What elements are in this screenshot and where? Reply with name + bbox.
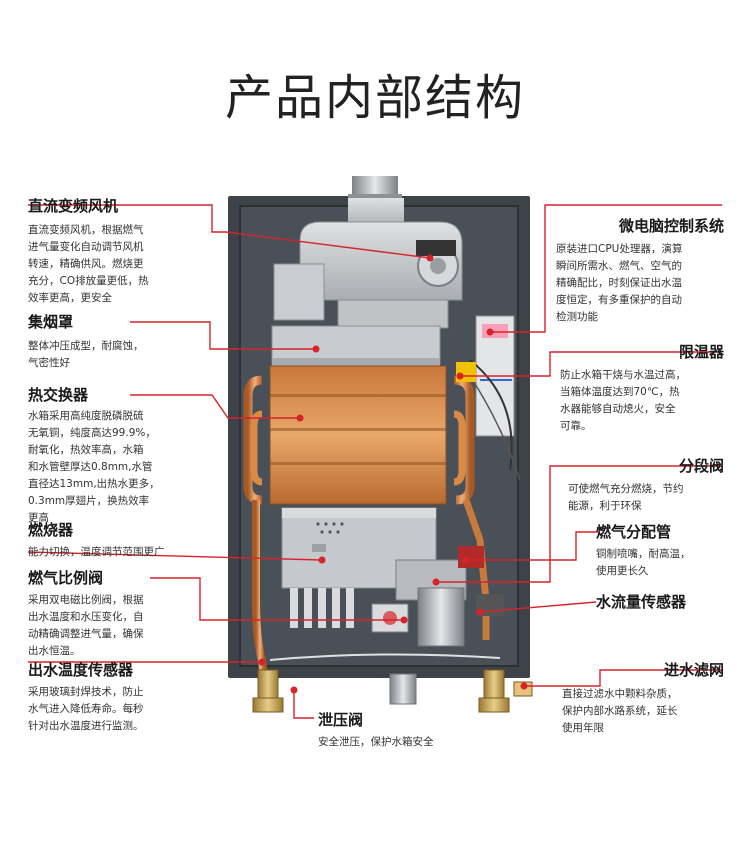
label-inlet-filter: 进水滤网 直接过滤水中颗料杂质， 保护内部水路系统，延长 使用年限 xyxy=(562,660,724,737)
label-gas-manifold: 燃气分配管 铜制喷嘴，耐高温， 使用更长久 xyxy=(596,522,691,580)
label-limiter-desc-line: 可靠。 xyxy=(560,420,592,432)
label-relief-valve: 泄压阀 安全泄压，保护水箱安全 xyxy=(318,710,434,751)
label-controller-desc-line: 原装进口CPU处理器，演算 xyxy=(556,243,683,255)
label-hood-desc-line: 气密性好 xyxy=(28,357,70,369)
label-relief-valve-desc-line: 安全泄压，保护水箱安全 xyxy=(318,736,434,748)
label-exchanger-desc-line: 直径达13mm,出热水更多， xyxy=(28,478,160,490)
label-hood-desc-line: 整体冲压成型，耐腐蚀， xyxy=(28,340,144,352)
label-limiter-desc: 防止水箱干烧与水温过高， 当箱体温度达到70℃，热 水器能够自动熄火，安全 可靠… xyxy=(556,367,724,435)
label-outlet-sensor-title: 出水温度传感器 xyxy=(28,661,134,679)
label-fan-desc-line: 直流变频风机，根据燃气 xyxy=(28,224,144,236)
label-hood-desc: 整体冲压成型，耐腐蚀， 气密性好 xyxy=(28,338,144,372)
label-inlet-filter-desc-line: 直接过滤水中颗料杂质， xyxy=(562,688,678,700)
label-exchanger-title: 热交换器 xyxy=(28,386,89,404)
leader-flow-sensor xyxy=(479,601,597,613)
label-proportional-valve-desc-line: 动精确调整进气量，确保 xyxy=(28,628,144,640)
label-proportional-valve-title: 燃气比例阀 xyxy=(28,569,104,587)
gas-valve xyxy=(371,546,504,647)
label-gas-manifold-title: 燃气分配管 xyxy=(596,523,672,541)
leader-exchanger xyxy=(130,394,300,419)
smoke-hood xyxy=(271,325,441,368)
leader-proportional-valve xyxy=(150,577,404,621)
label-relief-valve-title: 泄压阀 xyxy=(318,711,364,729)
label-exchanger-desc-line: 水箱采用高纯度脱磷脱硫 xyxy=(28,410,144,422)
label-inlet-filter-desc-line: 保护内部水路系统，延长 xyxy=(562,705,678,717)
label-controller-desc-line: 度恒定，有多重保护的自动 xyxy=(556,294,682,306)
label-proportional-valve-desc-line: 出水恒温。 xyxy=(28,645,81,657)
label-fan-desc: 直流变频风机，根据燃气 进气量变化自动调节风机 转速，精确供风。燃烧更 充分，C… xyxy=(28,222,149,307)
label-controller-desc-line: 瞬间所需水、燃气、空气的 xyxy=(556,260,682,272)
leader-burner xyxy=(27,551,323,561)
label-burner-desc: 能力切换，温度调节范围更广 xyxy=(28,544,165,561)
label-segment-valve-desc-line: 可使燃气充分燃烧，节约 xyxy=(568,483,684,495)
label-controller: 微电脑控制系统 原装进口CPU处理器，演算 瞬间所需水、燃气、空气的 精确配比，… xyxy=(556,216,724,326)
label-hood: 集烟罩 整体冲压成型，耐腐蚀， 气密性好 xyxy=(28,312,144,372)
label-fan-desc-line: 转速，精确供风。燃烧更 xyxy=(28,258,144,270)
leader-controller xyxy=(490,204,722,333)
label-segment-valve: 分段阀 可使燃气充分燃烧，节约 能源，利于环保 xyxy=(556,456,724,515)
label-exchanger-desc-line: 更高 xyxy=(28,512,49,524)
leader-limiter xyxy=(460,351,722,377)
label-exchanger-desc-line: 耐氧化，热效率高，水箱 xyxy=(28,444,144,456)
label-inlet-filter-desc: 直接过滤水中颗料杂质， 保护内部水路系统，延长 使用年限 xyxy=(562,686,724,737)
label-outlet-sensor-desc-line: 采用玻璃封焊技术，防止 xyxy=(28,686,144,698)
label-proportional-valve: 燃气比例阀 采用双电磁比例阀，根据 出水温度和水压变化，自 动精确调整进气量，确… xyxy=(28,568,144,660)
label-controller-desc: 原装进口CPU处理器，演算 瞬间所需水、燃气、空气的 精确配比，时刻保证出水温 … xyxy=(556,241,724,326)
label-proportional-valve-desc: 采用双电磁比例阀，根据 出水温度和水压变化，自 动精确调整进气量，确保 出水恒温… xyxy=(28,592,144,660)
label-limiter-desc-line: 当箱体温度达到70℃，热 xyxy=(560,386,680,398)
leader-dots xyxy=(258,254,528,694)
leader-segment-valve xyxy=(436,465,722,583)
label-inlet-filter-title: 进水滤网 xyxy=(663,661,724,679)
heat-exchanger xyxy=(243,365,475,505)
label-gas-manifold-desc-line: 使用更长久 xyxy=(596,565,649,577)
page-title: 产品内部结构 xyxy=(224,70,525,126)
label-fan: 直流变频风机 直流变频风机，根据燃气 进气量变化自动调节风机 转速，精确供风。燃… xyxy=(28,196,149,307)
label-burner-desc-line: 能力切换，温度调节范围更广 xyxy=(28,546,165,558)
label-burner-title: 燃烧器 xyxy=(28,521,74,539)
leader-fan xyxy=(28,204,431,259)
label-burner: 燃烧器 能力切换，温度调节范围更广 xyxy=(28,520,165,561)
label-limiter-desc-line: 防止水箱干烧与水温过高， xyxy=(560,369,686,381)
label-segment-valve-desc: 可使燃气充分燃烧，节约 能源，利于环保 xyxy=(556,481,724,515)
label-fan-desc-line: 充分，CO排放量更低，热 xyxy=(28,275,149,287)
label-flow-sensor-title: 水流量传感器 xyxy=(596,593,687,611)
label-gas-manifold-desc: 铜制喷嘴，耐高温， 使用更长久 xyxy=(596,546,691,580)
label-outlet-sensor: 出水温度传感器 采用玻璃封焊技术，防止 水气进入降低寿命。每秒 针对出水温度进行… xyxy=(28,660,144,735)
label-exchanger: 热交换器 水箱采用高纯度脱磷脱硫 无氧铜，纯度高达99.9%， 耐氧化，热效率高… xyxy=(28,385,160,527)
label-controller-desc-line: 精确配比，时刻保证出水温 xyxy=(556,277,682,289)
leader-gas-manifold xyxy=(466,531,598,561)
label-fan-desc-line: 进气量变化自动调节风机 xyxy=(28,241,144,253)
label-exchanger-desc: 水箱采用高纯度脱磷脱硫 无氧铜，纯度高达99.9%， 耐氧化，热效率高，水箱 和… xyxy=(28,408,160,527)
label-exchanger-desc-line: 0.3mm厚翅片，换热效率 xyxy=(28,495,150,507)
label-segment-valve-desc-line: 能源，利于环保 xyxy=(568,500,642,512)
label-limiter-title: 限温器 xyxy=(678,343,724,361)
label-relief-valve-desc: 安全泄压，保护水箱安全 xyxy=(318,734,434,751)
label-fan-desc-line: 效率更高，更安全 xyxy=(28,292,112,304)
leader-lines xyxy=(27,204,722,719)
label-outlet-sensor-desc: 采用玻璃封焊技术，防止 水气进入降低寿命。每秒 针对出水温度进行监测。 xyxy=(28,684,144,735)
leader-hood xyxy=(130,321,316,350)
label-fan-title: 直流变频风机 xyxy=(28,197,119,215)
label-outlet-sensor-desc-line: 水气进入降低寿命。每秒 xyxy=(28,703,144,715)
label-controller-title: 微电脑控制系统 xyxy=(618,217,724,235)
label-exchanger-desc-line: 无氧铜，纯度高达99.9%， xyxy=(28,427,156,439)
label-gas-manifold-desc-line: 铜制喷嘴，耐高温， xyxy=(596,548,691,560)
fan-assembly xyxy=(273,198,463,329)
label-hood-title: 集烟罩 xyxy=(28,313,74,331)
label-controller-desc-line: 检测功能 xyxy=(556,311,598,323)
leader-inlet-filter xyxy=(524,669,722,687)
label-flow-sensor: 水流量传感器 xyxy=(596,592,686,612)
leader-relief-valve xyxy=(293,690,314,719)
label-segment-valve-title: 分段阀 xyxy=(678,457,724,475)
bottom-fittings xyxy=(252,653,533,713)
label-limiter-desc-line: 水器能够自动熄火，安全 xyxy=(560,403,676,415)
label-exchanger-desc-line: 和水管壁厚达0.8mm,水管 xyxy=(28,461,153,473)
label-proportional-valve-desc-line: 出水温度和水压变化，自 xyxy=(28,611,144,623)
label-proportional-valve-desc-line: 采用双电磁比例阀，根据 xyxy=(28,594,144,606)
label-limiter: 限温器 防止水箱干烧与水温过高， 当箱体温度达到70℃，热 水器能够自动熄火，安… xyxy=(556,342,724,435)
label-outlet-sensor-desc-line: 针对出水温度进行监测。 xyxy=(28,720,144,732)
label-inlet-filter-desc-line: 使用年限 xyxy=(562,722,604,734)
